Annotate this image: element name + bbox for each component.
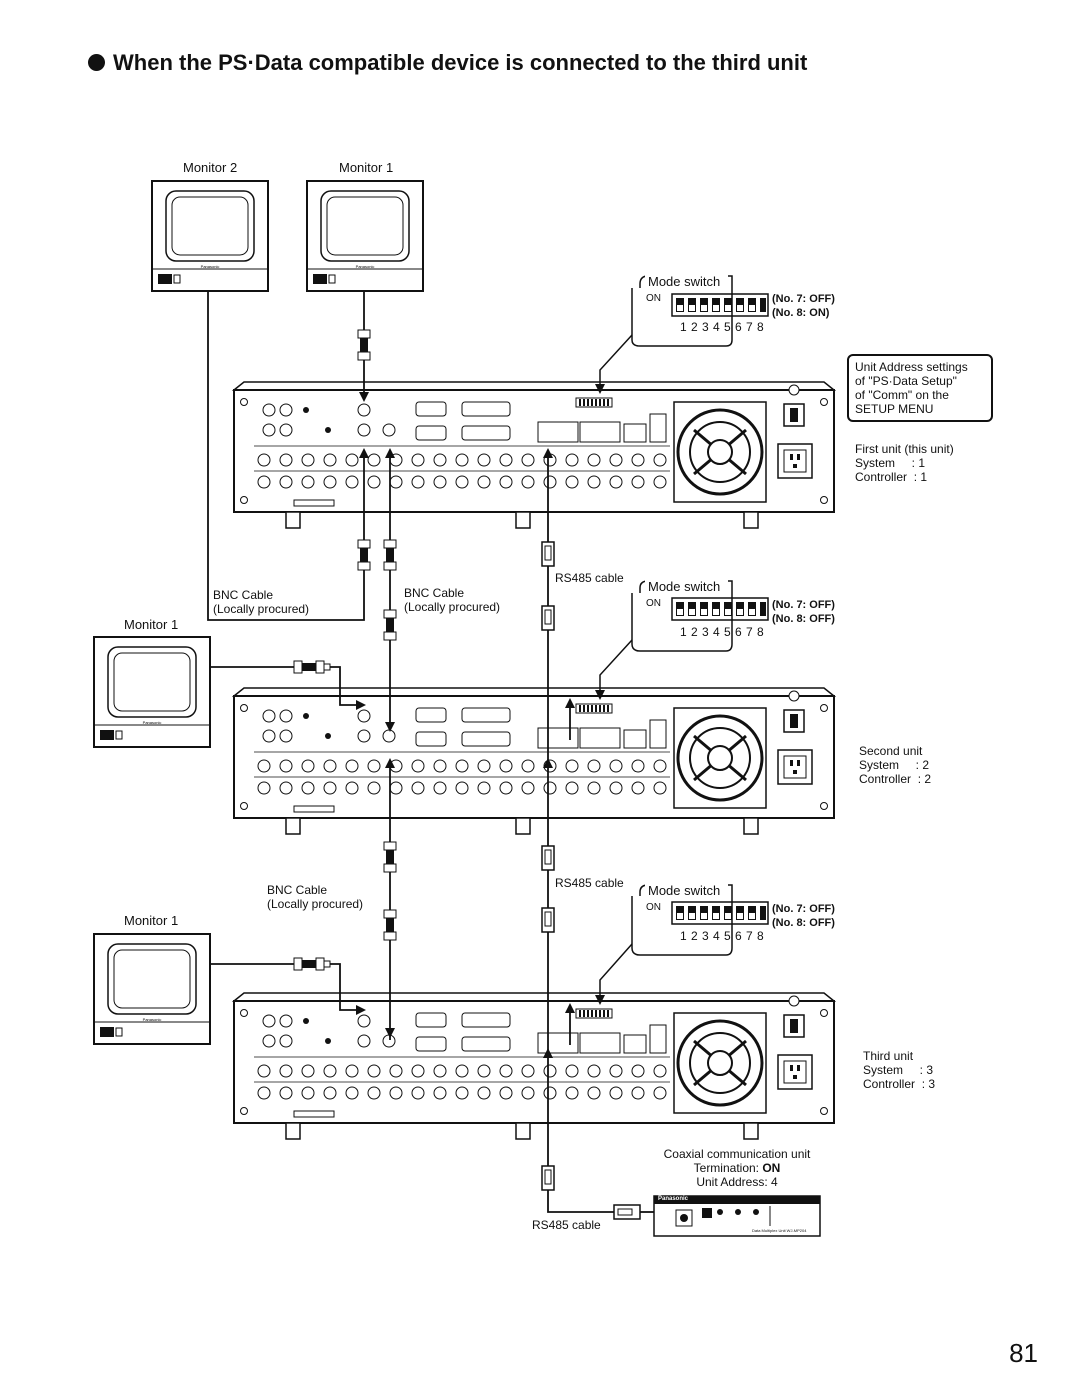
bnc-cable-third-sub: (Locally procured) <box>267 897 364 911</box>
monitor-2-top <box>151 180 269 292</box>
address-line-3: of "Comm" on the <box>855 388 949 402</box>
monitor-1-unit3-label: Monitor 1 <box>124 913 179 928</box>
bnc-cable-label-third: BNC Cable (Locally procured) <box>267 883 363 911</box>
rs485-plug <box>541 907 555 933</box>
coax-model: Data Multiplex Unit WJ-MP204 <box>752 1228 807 1233</box>
mode-switch-on-1: ON <box>646 293 661 304</box>
bnc-cable-mid-sub: (Locally procured) <box>404 600 501 614</box>
bnc-cable-mid-name: BNC Cable <box>404 586 465 600</box>
mode-switch-on-2: ON <box>646 598 661 609</box>
coax-unit-address: Unit Address: 4 <box>696 1175 778 1189</box>
page-title: When the PS·Data compatible device is co… <box>88 50 807 76</box>
address-line-4: SETUP MENU <box>855 402 934 416</box>
mode-switch-no7-1: (No. 7: OFF) <box>772 293 835 305</box>
bnc-cable-label-left: BNC Cable (Locally procured) <box>213 588 309 616</box>
bullet-icon <box>88 54 105 71</box>
monitor-1-unit2-label: Monitor 1 <box>124 617 179 632</box>
bnc-connector <box>383 609 397 641</box>
first-unit-system: System : 1 <box>855 456 926 470</box>
mode-switch-dip-3 <box>671 901 769 925</box>
rs485-cable-label-2: RS485 cable <box>555 876 624 890</box>
second-unit-info: Second unit System : 2 Controller : 2 <box>859 744 931 786</box>
mode-switch-label-3: Mode switch <box>645 883 724 898</box>
recorder-second-unit <box>232 686 836 836</box>
bnc-cable-label-mid: BNC Cable (Locally procured) <box>404 586 500 614</box>
coax-unit-name: Coaxial communication unit <box>663 1147 811 1161</box>
rs485-cable-label-1: RS485 cable <box>555 571 624 585</box>
monitor-1-unit2 <box>93 636 211 748</box>
rs485-plug <box>541 605 555 631</box>
second-unit-system: System : 2 <box>859 758 930 772</box>
bnc-connector <box>383 841 397 873</box>
rs485-plug <box>541 845 555 871</box>
mode-switch-no8-1: (No. 8: ON) <box>772 307 830 319</box>
mode-switch-no7-3: (No. 7: OFF) <box>772 903 835 915</box>
mode-switch-no8-3: (No. 8: OFF) <box>772 917 835 929</box>
mode-switch-numbers-1: 1 2 3 4 5 6 7 8 <box>680 320 765 334</box>
mode-switch-on-3: ON <box>646 902 661 913</box>
third-unit-controller: Controller : 3 <box>863 1077 936 1091</box>
third-unit-name: Third unit <box>863 1049 914 1063</box>
rs485-plug-h <box>613 1204 641 1220</box>
coax-termination-value: ON <box>762 1161 781 1175</box>
bnc-connector <box>293 957 331 971</box>
mode-switch-setting-3: (No. 7: OFF) (No. 8: OFF) <box>772 902 835 930</box>
coax-brand: Panasonic <box>658 1196 689 1202</box>
first-unit-name: First unit (this unit) <box>855 442 954 456</box>
rs485-cable-label-3: RS485 cable <box>532 1218 601 1232</box>
second-unit-controller: Controller : 2 <box>859 772 932 786</box>
first-unit-info: First unit (this unit) System : 1 Contro… <box>855 442 954 484</box>
address-line-1: Unit Address settings <box>855 360 968 374</box>
mode-switch-no7-2: (No. 7: OFF) <box>772 599 835 611</box>
coax-unit-device <box>653 1195 821 1237</box>
mode-switch-dip-2 <box>671 597 769 621</box>
bnc-connector <box>357 539 371 571</box>
mode-switch-label-2: Mode switch <box>645 579 724 594</box>
second-unit-name: Second unit <box>859 744 923 758</box>
coax-termination-label: Termination: <box>693 1161 763 1175</box>
recorder-first-unit <box>232 380 836 530</box>
mode-switch-setting-2: (No. 7: OFF) (No. 8: OFF) <box>772 598 835 626</box>
bnc-connector <box>383 909 397 941</box>
monitor-2-label: Monitor 2 <box>183 160 238 175</box>
monitor-1-label: Monitor 1 <box>339 160 394 175</box>
monitor-1-unit3 <box>93 933 211 1045</box>
bnc-connector <box>293 660 331 674</box>
page-number: 81 <box>1009 1338 1038 1368</box>
mode-switch-numbers-2: 1 2 3 4 5 6 7 8 <box>680 625 765 639</box>
mode-switch-numbers-3: 1 2 3 4 5 6 7 8 <box>680 929 765 943</box>
rs485-plug <box>541 1165 555 1191</box>
address-line-2: of "PS·Data Setup" <box>855 374 957 388</box>
third-unit-system: System : 3 <box>863 1063 934 1077</box>
bnc-connector <box>383 539 397 571</box>
title-text: When the PS·Data compatible device is co… <box>113 50 808 75</box>
unit-address-box: Unit Address settings of "PS·Data Setup"… <box>847 354 993 422</box>
monitor-1-top <box>306 180 424 292</box>
mode-switch-dip-1 <box>671 293 769 317</box>
mode-switch-no8-2: (No. 8: OFF) <box>772 613 835 625</box>
bnc-cable-third-name: BNC Cable <box>267 883 328 897</box>
mode-switch-setting-1: (No. 7: OFF) (No. 8: ON) <box>772 292 835 320</box>
coax-termination: Termination: ON <box>654 1161 820 1175</box>
bnc-cable-left-sub: (Locally procured) <box>213 602 310 616</box>
coax-unit-info: Coaxial communication unit Termination: … <box>654 1147 820 1189</box>
rs485-plug <box>541 541 555 567</box>
recorder-third-unit <box>232 991 836 1141</box>
bnc-cable-left-name: BNC Cable <box>213 588 274 602</box>
mode-switch-label-1: Mode switch <box>645 274 724 289</box>
third-unit-info: Third unit System : 3 Controller : 3 <box>863 1049 935 1091</box>
bnc-connector <box>357 329 371 361</box>
first-unit-controller: Controller : 1 <box>855 470 928 484</box>
